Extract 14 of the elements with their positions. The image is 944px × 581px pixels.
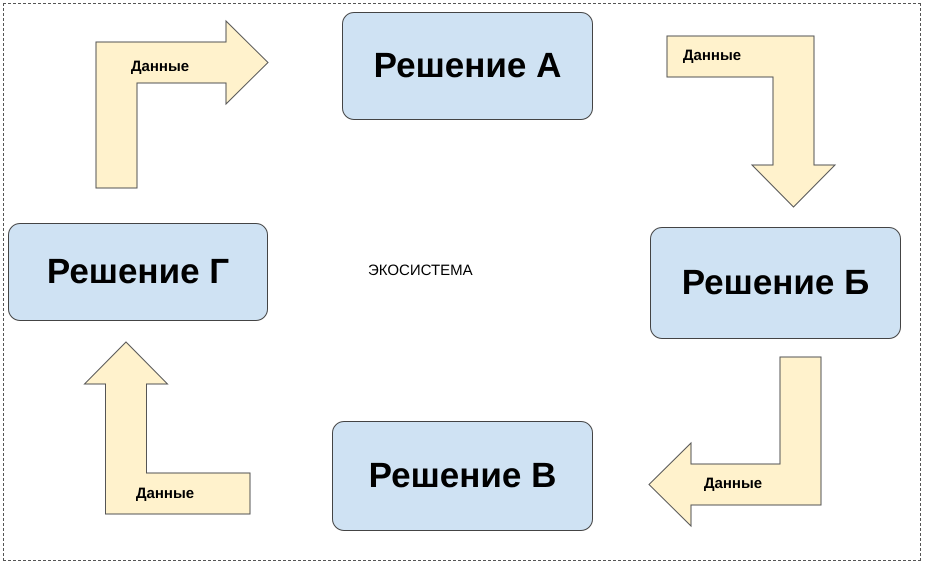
block-arrow (83, 341, 250, 514)
solution-title: Решение Б (682, 262, 870, 304)
block-arrow (96, 20, 269, 188)
solution-title: Решение В (368, 454, 556, 497)
solution-title: Решение Г (46, 250, 230, 293)
block-arrow (648, 356, 822, 528)
ecosystem-frame (3, 3, 921, 561)
solution-box (342, 12, 593, 120)
solution-title: Решение А (374, 44, 562, 87)
solution-box (332, 421, 593, 531)
block-arrow (666, 36, 836, 208)
solution-box (8, 223, 268, 321)
frame-label: ЭКОСИСТЕМА (368, 261, 473, 281)
solution-box (650, 227, 901, 339)
